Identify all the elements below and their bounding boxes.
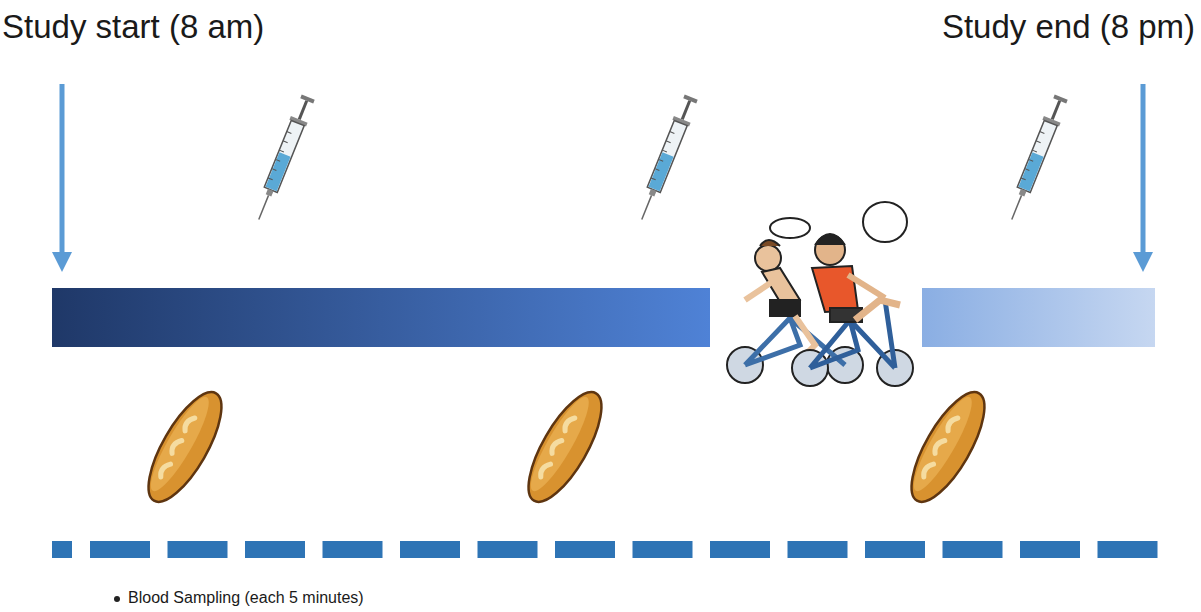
timeline-bar — [922, 288, 1155, 347]
syringe-icon — [250, 94, 316, 223]
sampling-dash — [323, 541, 383, 558]
end-arrow — [1133, 84, 1153, 272]
timeline-bar — [52, 288, 710, 347]
sampling-dash — [633, 541, 693, 558]
bullet — [114, 596, 120, 602]
sampling-dash — [1020, 541, 1080, 558]
sampling-dash — [710, 541, 770, 558]
sampling-dash — [52, 541, 72, 558]
sampling-dash — [865, 541, 925, 558]
sampling-dash — [788, 541, 848, 558]
sampling-dash — [1098, 541, 1158, 558]
syringe-icon — [633, 94, 699, 223]
meal-bread — [898, 382, 998, 511]
start-label: Study start (8 am) — [2, 8, 264, 46]
sampling-dash — [90, 541, 150, 558]
end-label: Study end (8 pm) — [942, 8, 1195, 46]
start-arrow — [52, 84, 72, 272]
sampling-dash — [168, 541, 228, 558]
sampling-dash — [555, 541, 615, 558]
exercise-cyclists — [727, 202, 913, 386]
sampling-dash — [245, 541, 305, 558]
meal-bread — [515, 382, 615, 511]
sampling-dash — [478, 541, 538, 558]
sampling-dashes — [52, 541, 1158, 558]
sampling-note: Blood Sampling (each 5 minutes) — [128, 589, 364, 607]
sampling-dash — [400, 541, 460, 558]
syringe-icon — [1003, 94, 1069, 223]
sampling-dash — [943, 541, 1003, 558]
meal-bread — [135, 382, 235, 511]
